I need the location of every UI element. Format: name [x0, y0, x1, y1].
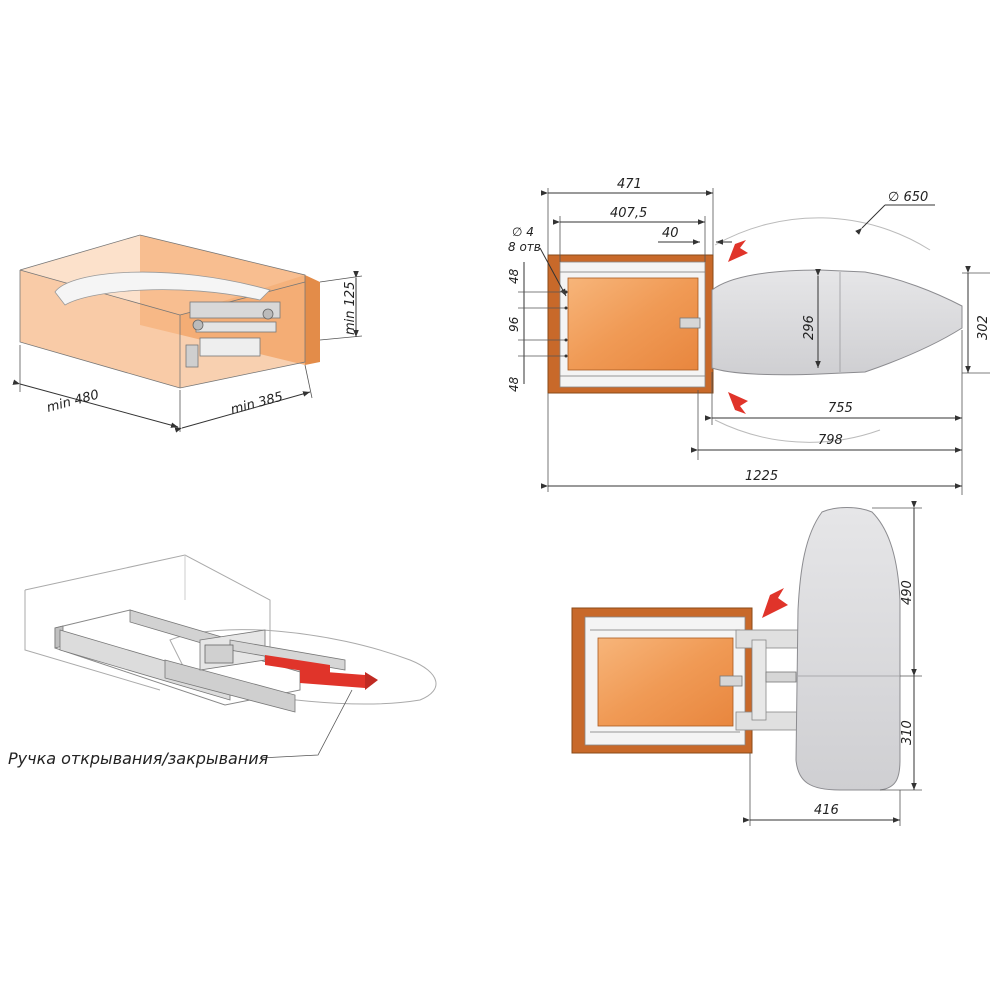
rotation-arrow-icon [762, 588, 788, 618]
hole-diameter: ∅ 4 [512, 225, 534, 239]
dim-48-bottom: 48 [507, 376, 521, 392]
dim-310: 310 [900, 720, 915, 745]
rotation-arrow-icon [728, 240, 748, 262]
handle-label: Ручка открывания/закрывания [8, 749, 269, 768]
dim-40: 40 [662, 226, 679, 241]
dim-416: 416 [814, 803, 839, 818]
dim-798: 798 [818, 433, 843, 448]
perspective-view: Ручка открывания/закрывания [8, 554, 437, 768]
dim-296: 296 [802, 315, 817, 340]
dim-48-top: 48 [507, 268, 521, 284]
rotation-arrow-icon [728, 392, 748, 414]
cabinet-box-view: min 480 min 385 min 125 [12, 234, 363, 433]
dim-490: 490 [900, 580, 915, 605]
dim-96: 96 [507, 316, 521, 332]
slide-out-arrow-icon [265, 655, 378, 690]
dim-min-480: min 480 [45, 388, 101, 416]
dim-min-125: min 125 [343, 282, 358, 335]
hole-count: 8 отв [508, 240, 541, 254]
dim-302: 302 [976, 315, 991, 340]
swivel-view: 490 310 416 [571, 501, 922, 826]
dim-min-385: min 385 [229, 390, 285, 418]
dim-radius-650: ∅ 650 [888, 190, 928, 205]
dim-1225: 1225 [745, 469, 778, 484]
top-view: 471 407,5 40 ∅ 650 ∅ 4 8 отв 48 96 48 29… [507, 177, 991, 495]
dim-755: 755 [828, 401, 853, 416]
dim-407-5: 407,5 [610, 206, 647, 221]
dim-471: 471 [617, 177, 642, 192]
